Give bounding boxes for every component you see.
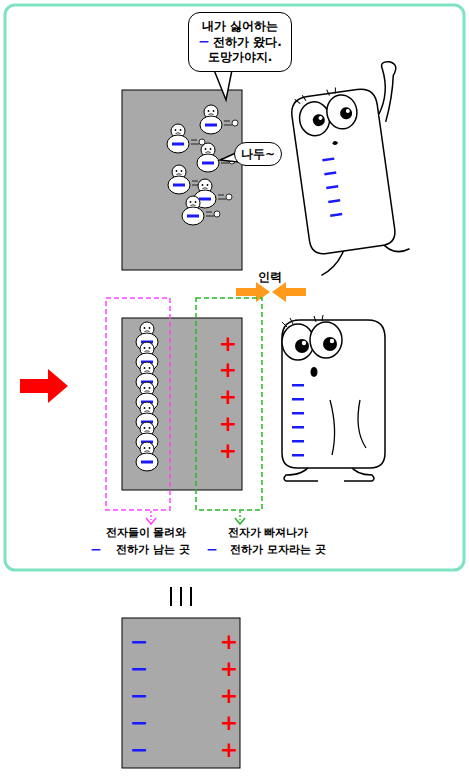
region-caption: 전자가 빠져나가 [228, 525, 309, 540]
speech-bubble: 내가 싫어하는−전하가 왔다.도망가야지. [188, 12, 292, 72]
bubble-text: 내가 싫어하는 [202, 19, 278, 34]
pointer [239, 511, 241, 520]
negative-region [106, 298, 170, 510]
charge-sign: + [220, 656, 238, 681]
bubble-text: 전하가 왔다. [213, 35, 282, 49]
region-caption: 전하가 남는 곳 [116, 542, 190, 557]
charge-sign: + [220, 683, 238, 708]
charge-sign: − [90, 541, 102, 557]
pointer [235, 518, 245, 524]
metal-plate [122, 90, 242, 270]
charge-sign: − [130, 629, 148, 654]
charged-character [286, 61, 423, 277]
equivalence-mark [171, 587, 191, 606]
bubble-text: 도망가야지. [208, 50, 273, 65]
charge-sign: − [198, 33, 210, 49]
charge-sign: + [219, 331, 237, 356]
pointer [146, 518, 156, 524]
charge-sign: + [219, 357, 237, 382]
charge-sign: + [219, 438, 237, 463]
text-row: −전하가 왔다. [198, 34, 281, 50]
speech-bubble: 나두~ [234, 142, 282, 166]
transition-arrow [20, 369, 68, 403]
region-caption: 전자들이 몰려와 [106, 525, 187, 540]
charge-sign: + [219, 411, 237, 436]
charged-character [282, 315, 385, 481]
frame [5, 5, 464, 570]
electrons [136, 322, 158, 471]
metal-plate [122, 618, 240, 768]
positive-region [196, 298, 262, 510]
pointer [150, 511, 152, 520]
region-caption: 전하가 모자라는 곳 [230, 542, 326, 557]
charge-sign: − [130, 656, 148, 681]
bubble-tail [214, 70, 232, 100]
electrons [167, 105, 238, 225]
charge-sign: − [130, 710, 148, 735]
charge-sign: + [219, 384, 237, 409]
charge-sign: + [220, 737, 238, 762]
charge-sign: − [130, 683, 148, 708]
charge-sign: + [220, 629, 238, 654]
metal-plate [122, 318, 242, 490]
attraction-arrows [236, 282, 306, 302]
charge-sign: − [130, 737, 148, 762]
charge-sign: + [220, 710, 238, 735]
force-label: 인력 [258, 269, 282, 286]
charge-sign: − [206, 541, 218, 557]
bubble-text: 나두~ [241, 147, 275, 162]
